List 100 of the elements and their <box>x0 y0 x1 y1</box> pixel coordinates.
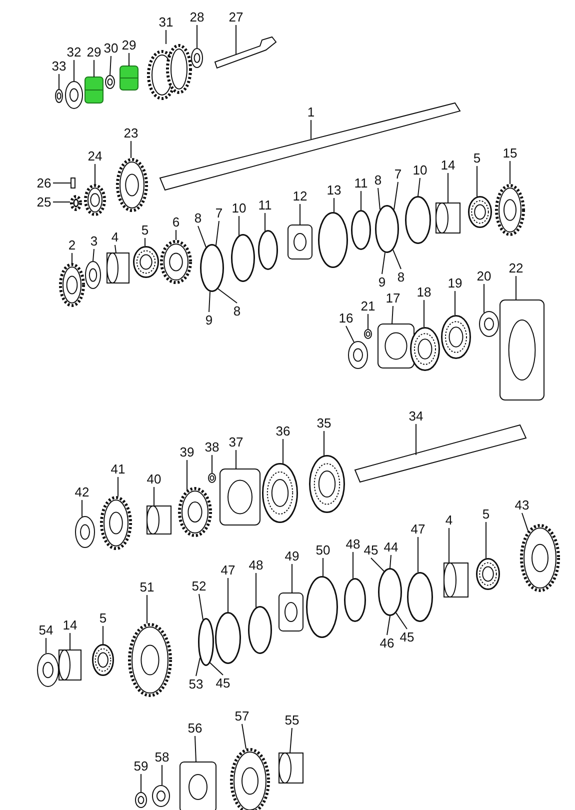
washer-drawing <box>191 48 203 68</box>
callout-number: 47 <box>410 522 426 536</box>
callout-number: 4 <box>111 230 119 244</box>
leader-line <box>352 552 354 579</box>
leader-line <box>114 244 116 254</box>
leader-line <box>92 248 94 262</box>
ring-drawing <box>405 196 431 244</box>
ring-drawing <box>318 212 348 268</box>
callout-number: 42 <box>74 484 90 500</box>
leader-line <box>386 616 390 636</box>
bearing-drawing <box>92 644 114 676</box>
ring-drawing <box>351 210 371 250</box>
leader-line <box>196 24 198 48</box>
callout-number: 48 <box>248 558 264 572</box>
shaft-drawing <box>354 424 527 483</box>
callout-number: 16 <box>338 310 354 326</box>
callout-number: 6 <box>172 214 180 230</box>
callout-number: 30 <box>104 40 118 56</box>
washer-drawing <box>65 81 83 109</box>
callout-number: 8 <box>397 270 405 284</box>
leader-line <box>394 182 398 210</box>
leader-line <box>242 724 246 750</box>
bearing-drawing <box>476 558 500 590</box>
callout-number: 34 <box>408 408 424 424</box>
leader-line <box>390 554 392 568</box>
callout-number: 20 <box>476 268 492 284</box>
leader-line <box>210 662 224 676</box>
bearing-drawing <box>410 327 440 371</box>
callout-number: 7 <box>394 166 402 182</box>
callout-number: 5 <box>99 610 107 626</box>
nut-drawing <box>364 329 372 339</box>
leader-line <box>290 728 292 754</box>
gear-drawing <box>84 184 106 216</box>
leader-line <box>218 288 238 304</box>
gear-drawing <box>100 496 132 550</box>
gear-drawing <box>128 623 172 697</box>
callout-number: 8 <box>374 172 382 188</box>
callout-number: 39 <box>180 444 194 460</box>
shaft-drawing <box>214 36 277 69</box>
leader-line <box>110 56 112 76</box>
nut-drawing <box>152 785 170 807</box>
callout-number: 33 <box>52 58 66 74</box>
gear-drawing <box>70 195 82 211</box>
leader-line <box>282 438 284 464</box>
callout-number: 11 <box>354 176 368 190</box>
gear-drawing <box>59 263 85 307</box>
callout-number: 49 <box>284 548 300 564</box>
callout-number: 11 <box>258 198 272 212</box>
leader-line <box>128 52 130 66</box>
callout-number: 51 <box>140 580 154 594</box>
leader-line <box>94 164 96 184</box>
callout-number: 45 <box>364 542 378 558</box>
callout-number: 28 <box>190 10 204 24</box>
leader-line <box>378 188 380 210</box>
washer-drawing <box>85 261 101 289</box>
callout-number: 27 <box>228 10 244 24</box>
callout-number: 53 <box>188 676 204 692</box>
leader-line <box>476 166 478 197</box>
callout-number: 37 <box>228 434 244 450</box>
ring-drawing <box>407 572 433 622</box>
gear-drawing <box>520 524 560 592</box>
leader-line <box>238 216 240 236</box>
leader-line <box>418 178 420 196</box>
hub-drawing <box>288 224 312 260</box>
callout-number: 12 <box>292 188 308 204</box>
leader-line <box>146 594 148 624</box>
callout-number: 58 <box>154 750 170 764</box>
sleeve-drawing <box>444 562 468 598</box>
gear-drawing <box>178 487 212 537</box>
leader-line <box>144 238 146 247</box>
leader-line <box>370 558 384 572</box>
ring-drawing <box>215 612 241 664</box>
callout-number: 21 <box>360 298 376 314</box>
bearing-drawing <box>262 463 298 523</box>
needle-bearing-drawing <box>84 76 104 104</box>
callout-number: 5 <box>141 222 149 238</box>
leader-line <box>396 612 408 630</box>
callout-number: 50 <box>316 542 330 558</box>
leader-line <box>264 212 266 232</box>
washer-drawing <box>55 89 63 103</box>
washer-drawing <box>105 75 115 89</box>
leader-line <box>454 290 456 316</box>
hub-drawing <box>180 762 216 810</box>
callout-number: 35 <box>316 416 332 430</box>
ring-drawing <box>306 576 338 638</box>
washer-drawing <box>75 516 95 548</box>
bearing-drawing <box>441 315 471 359</box>
leader-line <box>52 182 72 184</box>
callout-number: 17 <box>386 290 400 306</box>
callout-number: 9 <box>205 312 213 328</box>
leader-line <box>346 326 354 343</box>
callout-number: 45 <box>400 630 414 644</box>
callout-number: 10 <box>412 162 428 178</box>
callout-number: 25 <box>36 194 52 210</box>
callout-number: 22 <box>508 260 524 276</box>
callout-number: 3 <box>90 234 98 248</box>
leader-line <box>208 291 210 312</box>
callout-number: 5 <box>482 506 490 522</box>
callout-number: 15 <box>502 146 518 160</box>
callout-number: 52 <box>192 578 206 594</box>
